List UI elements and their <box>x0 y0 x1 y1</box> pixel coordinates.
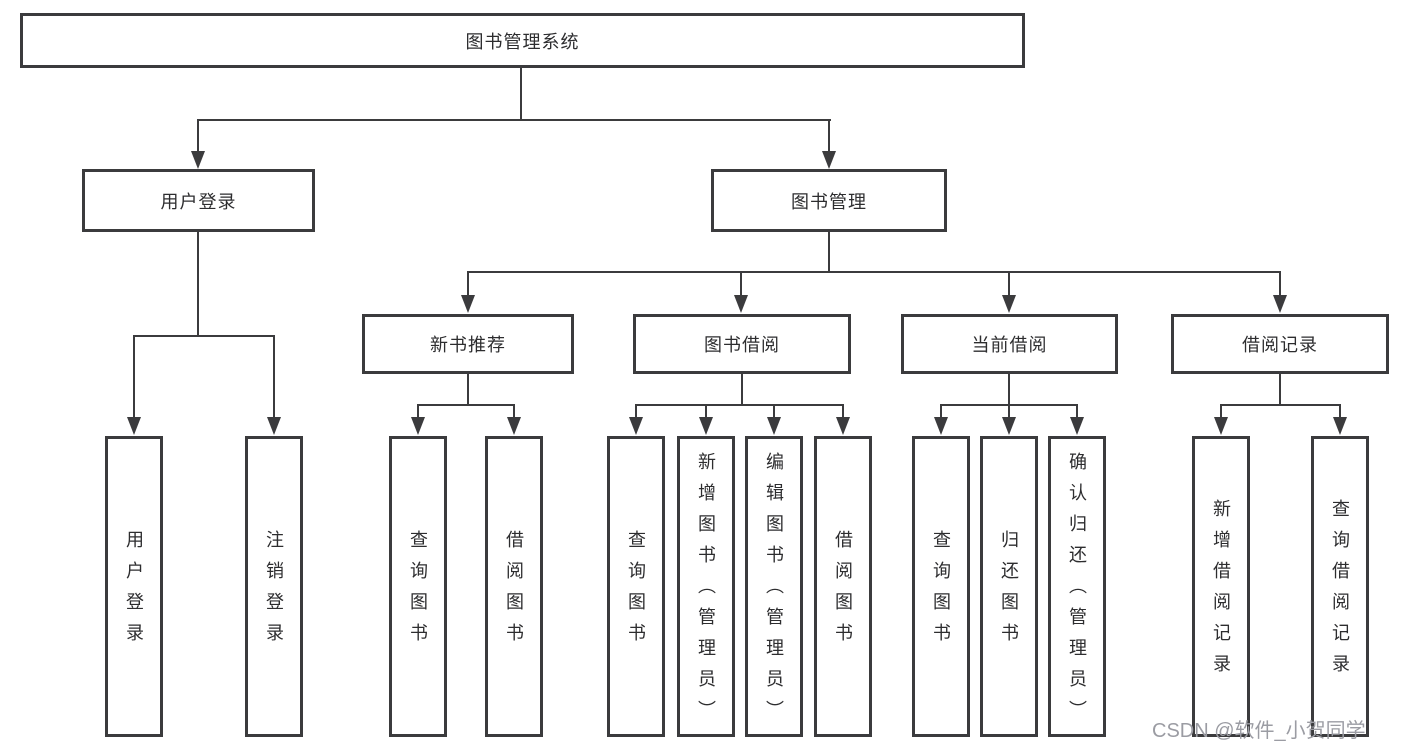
arrowhead-down-icon <box>1002 295 1016 313</box>
edge-book-mgmt-drop <box>740 271 742 296</box>
arrowhead-down-icon <box>191 151 205 169</box>
leaf-confirm-return-admin: 确认归还（管理员） <box>1048 436 1106 737</box>
edge-new-book-drop <box>417 404 419 419</box>
edge-user-login-trunk <box>197 232 199 337</box>
edge-new-book-drop <box>513 404 515 419</box>
edge-root-drop-right <box>828 119 830 154</box>
arrowhead-down-icon <box>629 417 643 435</box>
edge-book-borrow-trunk <box>741 374 743 406</box>
leaf-user-login: 用户登录 <box>105 436 163 737</box>
edge-book-borrow-drop <box>705 404 707 419</box>
arrowhead-down-icon <box>1070 417 1084 435</box>
arrowhead-down-icon <box>822 151 836 169</box>
leaf-label: 注销登录 <box>264 529 284 654</box>
node-new-book-recommend: 新书推荐 <box>362 314 574 374</box>
arrowhead-down-icon <box>1333 417 1347 435</box>
edge-book-borrow-drop <box>842 404 844 419</box>
arrowhead-down-icon <box>1002 417 1016 435</box>
arrowhead-down-icon <box>1273 295 1287 313</box>
leaf-query-borrow-record: 查询借阅记录 <box>1311 436 1369 737</box>
edge-root-drop-left <box>197 119 199 154</box>
leaf-logout: 注销登录 <box>245 436 303 737</box>
arrowhead-down-icon <box>507 417 521 435</box>
node-book-borrow: 图书借阅 <box>633 314 851 374</box>
leaf-label: 查询借阅记录 <box>1330 498 1350 685</box>
edge-borrow-records-hbar <box>1220 404 1341 406</box>
edge-borrow-records-drop <box>1339 404 1341 419</box>
edge-root-hbar <box>197 119 831 121</box>
edge-user-login-drop <box>133 335 135 418</box>
leaf-label: 借阅图书 <box>833 529 853 654</box>
arrowhead-down-icon <box>411 417 425 435</box>
node-book-management: 图书管理 <box>711 169 947 232</box>
leaf-label: 查询图书 <box>408 529 428 654</box>
edge-book-borrow-drop <box>773 404 775 419</box>
leaf-label: 查询图书 <box>931 529 951 654</box>
edge-current-borrow-drop <box>940 404 942 419</box>
node-borrow-records: 借阅记录 <box>1171 314 1389 374</box>
edge-book-mgmt-trunk <box>828 232 830 273</box>
csdn-watermark: CSDN @软件_小贺同学 <box>1152 720 1366 742</box>
arrowhead-down-icon <box>461 295 475 313</box>
leaf-label: 借阅图书 <box>504 529 524 654</box>
node-library-management-system: 图书管理系统 <box>20 13 1025 68</box>
arrowhead-down-icon <box>767 417 781 435</box>
leaf-label: 编辑图书（管理员） <box>764 452 784 731</box>
leaf-label: 用户登录 <box>124 529 144 654</box>
edge-book-borrow-drop <box>635 404 637 419</box>
leaf-query-books: 查询图书 <box>607 436 665 737</box>
leaf-return-books: 归还图书 <box>980 436 1038 737</box>
edge-book-mgmt-drop <box>1008 271 1010 296</box>
arrowhead-down-icon <box>1214 417 1228 435</box>
edge-current-borrow-drop <box>1008 404 1010 419</box>
leaf-borrow-books: 借阅图书 <box>485 436 543 737</box>
edge-user-login-drop <box>273 335 275 418</box>
edge-borrow-records-trunk <box>1279 374 1281 406</box>
leaf-query-books: 查询图书 <box>389 436 447 737</box>
edge-new-book-trunk <box>467 374 469 406</box>
arrowhead-down-icon <box>934 417 948 435</box>
edge-book-borrow-hbar <box>635 404 843 406</box>
arrowhead-down-icon <box>699 417 713 435</box>
node-current-borrow: 当前借阅 <box>901 314 1118 374</box>
edge-current-borrow-trunk <box>1008 374 1010 406</box>
edge-current-borrow-drop <box>1076 404 1078 419</box>
leaf-add-books-admin: 新增图书（管理员） <box>677 436 735 737</box>
edge-root-trunk <box>520 68 522 121</box>
node-user-login: 用户登录 <box>82 169 315 232</box>
leaf-query-books: 查询图书 <box>912 436 970 737</box>
leaf-edit-books-admin: 编辑图书（管理员） <box>745 436 803 737</box>
leaf-borrow-books: 借阅图书 <box>814 436 872 737</box>
arrowhead-down-icon <box>734 295 748 313</box>
leaf-label: 查询图书 <box>626 529 646 654</box>
edge-book-mgmt-drop <box>467 271 469 296</box>
arrowhead-down-icon <box>836 417 850 435</box>
leaf-label: 确认归还（管理员） <box>1067 452 1087 731</box>
arrowhead-down-icon <box>127 417 141 435</box>
edge-borrow-records-drop <box>1220 404 1222 419</box>
arrowhead-down-icon <box>267 417 281 435</box>
edge-user-login-hbar <box>133 335 275 337</box>
leaf-label: 归还图书 <box>999 529 1019 654</box>
edge-book-mgmt-hbar <box>467 271 1281 273</box>
leaf-label: 新增图书（管理员） <box>696 452 716 731</box>
edge-new-book-hbar <box>417 404 515 406</box>
leaf-add-borrow-record: 新增借阅记录 <box>1192 436 1250 737</box>
leaf-label: 新增借阅记录 <box>1211 498 1231 685</box>
edge-book-mgmt-drop <box>1279 271 1281 296</box>
